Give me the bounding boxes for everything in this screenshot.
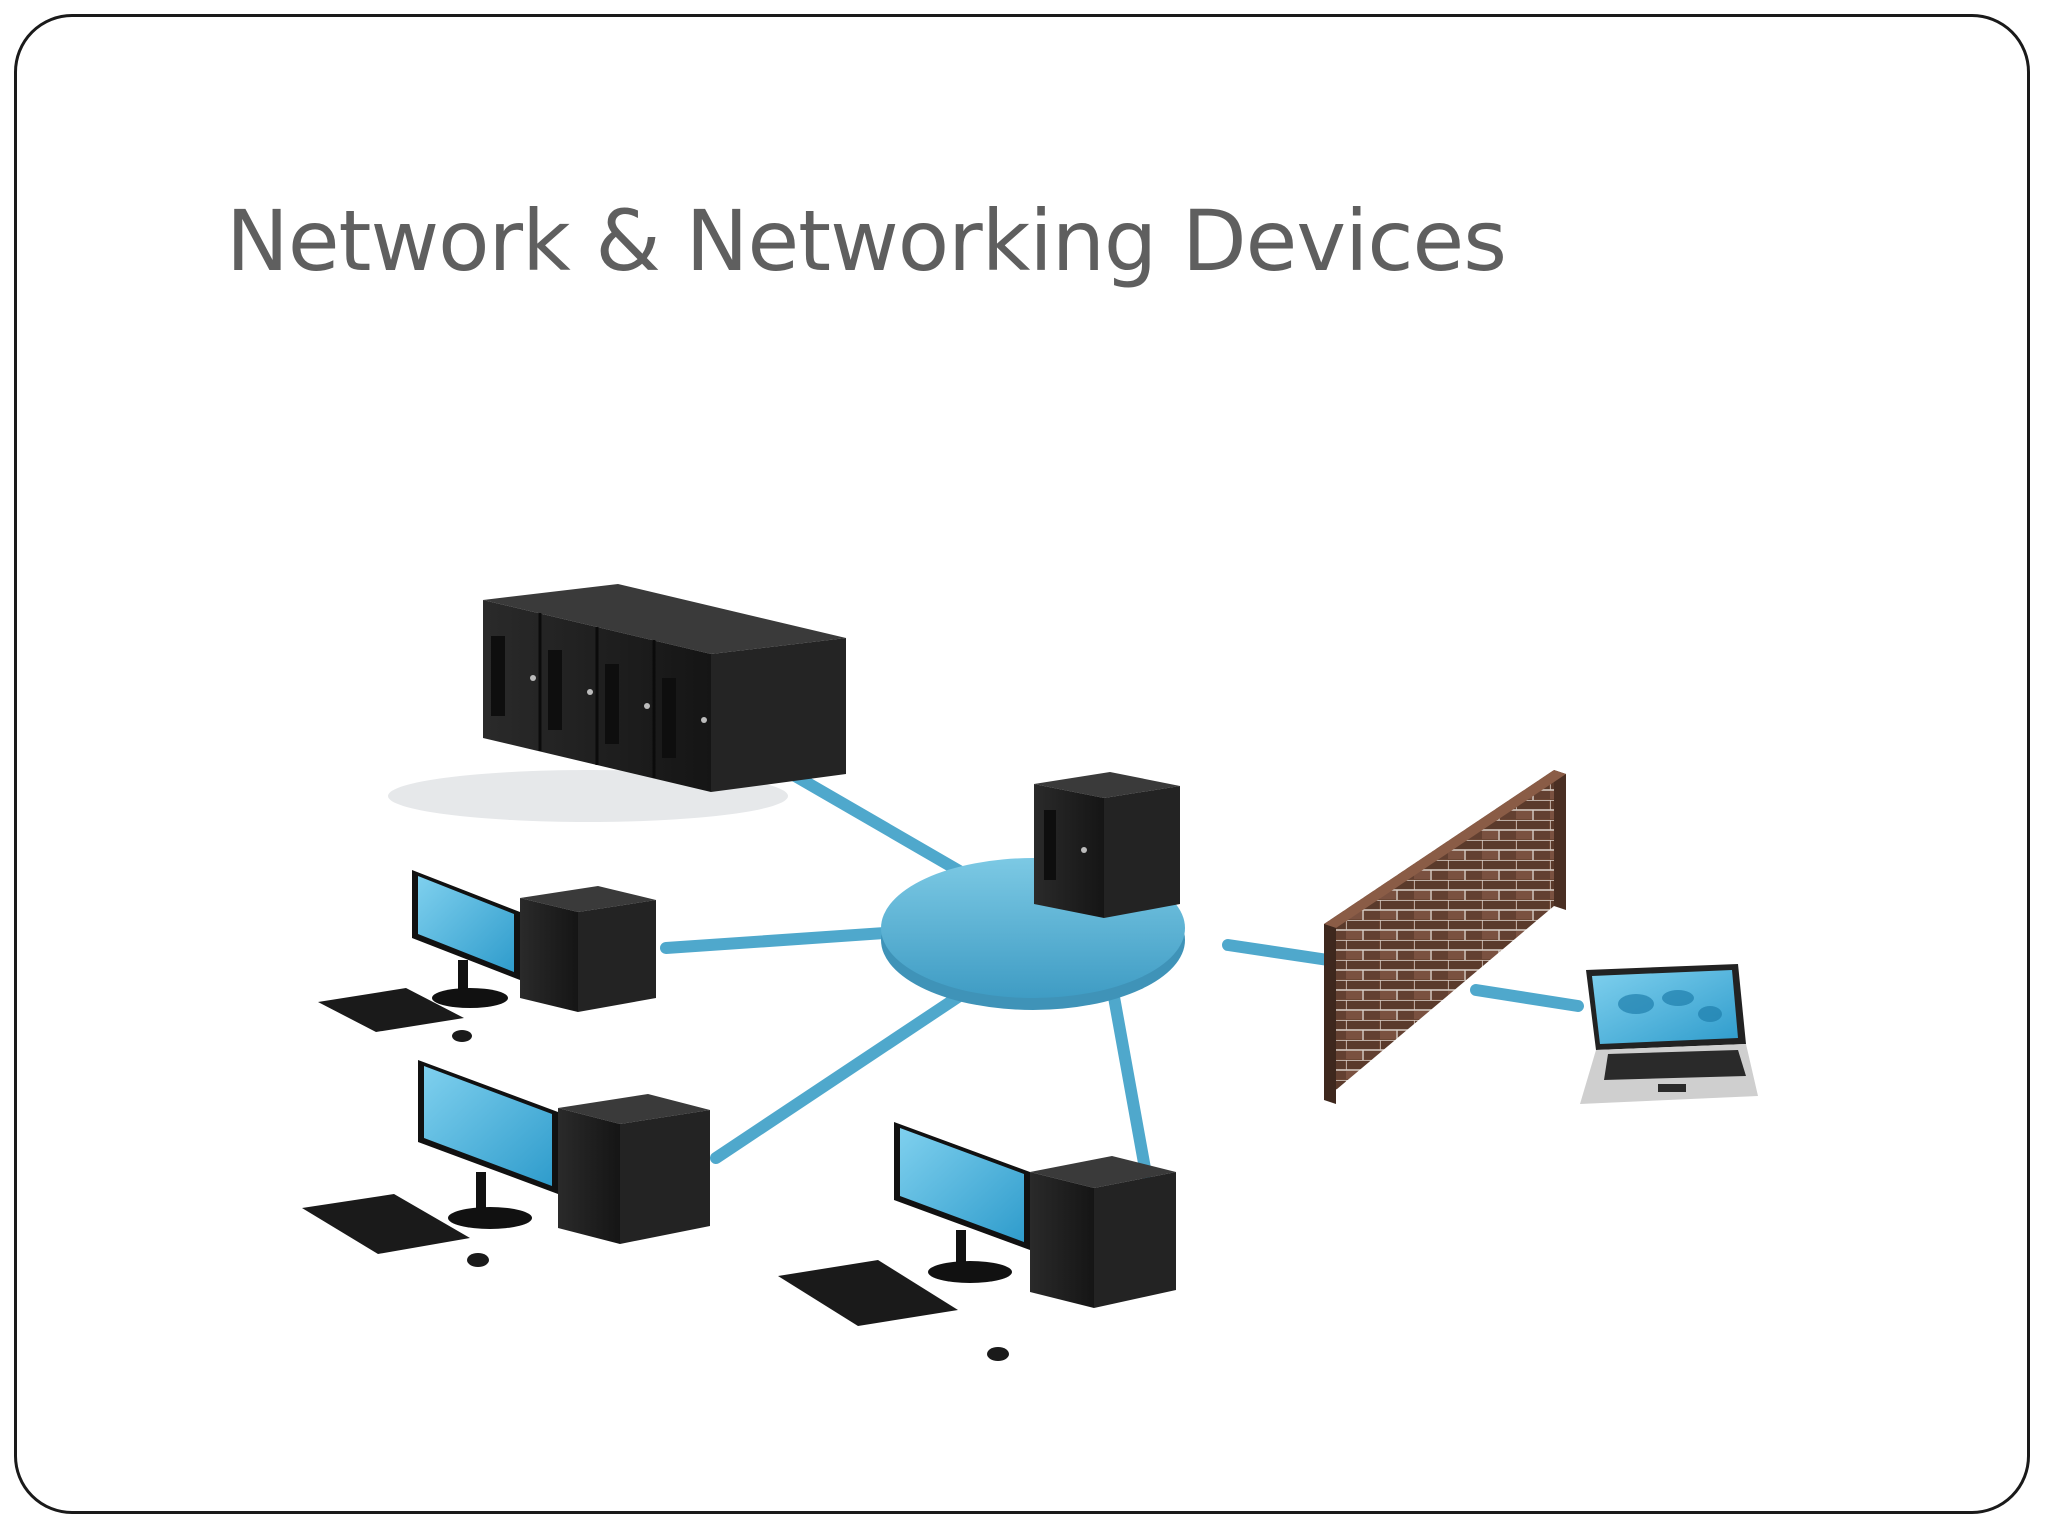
- laptop: [1580, 964, 1758, 1104]
- cable-laptop: [1470, 984, 1584, 1012]
- workstation-3: [778, 1122, 1176, 1361]
- workstation-1: [318, 870, 656, 1042]
- network-diagram: [302, 584, 1758, 1361]
- slide-frame: [14, 14, 2030, 1514]
- slide-title: Network & Networking Devices: [226, 192, 1507, 290]
- cable-workstation-3: [1104, 969, 1152, 1180]
- server-rack: [388, 584, 846, 822]
- central-server: [1034, 772, 1180, 918]
- workstation-2: [302, 1060, 710, 1267]
- cable-firewall: [1222, 939, 1334, 966]
- firewall-wall: [1324, 770, 1566, 1104]
